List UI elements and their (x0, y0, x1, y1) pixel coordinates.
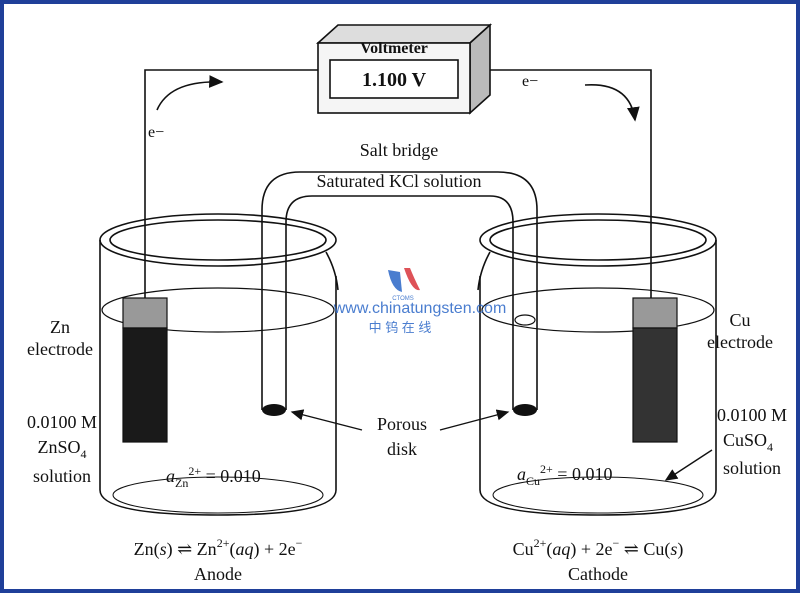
right-beaker (477, 213, 717, 516)
salt-bridge (261, 171, 538, 410)
cathode-reaction: Cu2+(aq) + 2e− ⇌ Cu(s) (513, 536, 684, 560)
voltmeter-title: Voltmeter (360, 40, 428, 57)
zn-electrode (122, 297, 168, 443)
cathode-label: Cathode (568, 564, 628, 584)
watermark-cn: 中 钨 在 线 (369, 320, 432, 335)
electron-label-right: e− (522, 73, 538, 90)
zn-activity: aZn2+ = 0.010 (166, 464, 261, 490)
salt-bridge-subtitle: Saturated KCl solution (317, 171, 482, 191)
electron-label-left: e− (148, 124, 164, 141)
cu-conc-line2: CuSO4 (723, 430, 773, 454)
cu-conc-line1: 0.0100 M (717, 405, 787, 425)
cu-activity: aCu2+ = 0.010 (517, 462, 612, 488)
voltmeter-reading: 1.100 V (362, 69, 427, 91)
cu-conc-line3: solution (723, 458, 781, 478)
porous-label-2: disk (387, 439, 417, 459)
zn-electrode-label-2: electrode (27, 339, 93, 359)
porous-arrow-right (439, 409, 510, 431)
electron-arrow-right (584, 84, 640, 122)
porous-arrow-left (290, 409, 363, 431)
cu-electrode-label-1: Cu (729, 310, 750, 330)
zn-conc-line2: ZnSO4 (37, 437, 86, 461)
cu-electrode-label-2: electrode (707, 332, 773, 352)
watermark-url: www.chinatungsten.com (333, 300, 507, 317)
zn-conc-line3: solution (33, 466, 91, 486)
watermark: CTOMS www.chinatungsten.com 中 钨 在 线 (333, 268, 507, 335)
porous-disk-right (513, 404, 537, 416)
salt-bridge-title: Salt bridge (360, 140, 439, 160)
zn-conc-line1: 0.0100 M (27, 412, 97, 432)
left-beaker (99, 213, 339, 516)
electron-arrow-left (156, 75, 224, 111)
anode-label: Anode (194, 564, 242, 584)
zn-electrode-label-1: Zn (50, 317, 70, 337)
watermark-logo-text: CTOMS (392, 296, 414, 302)
cu-solution-arrow (664, 449, 713, 481)
voltmeter: Voltmeter 1.100 V (315, 23, 493, 115)
porous-label-1: Porous (377, 414, 427, 434)
anode-reaction: Zn(s) ⇌ Zn2+(aq) + 2e− (134, 536, 303, 560)
bridge-meniscus-right (514, 314, 536, 326)
porous-disk-left (262, 404, 286, 416)
cu-electrode (632, 297, 678, 443)
